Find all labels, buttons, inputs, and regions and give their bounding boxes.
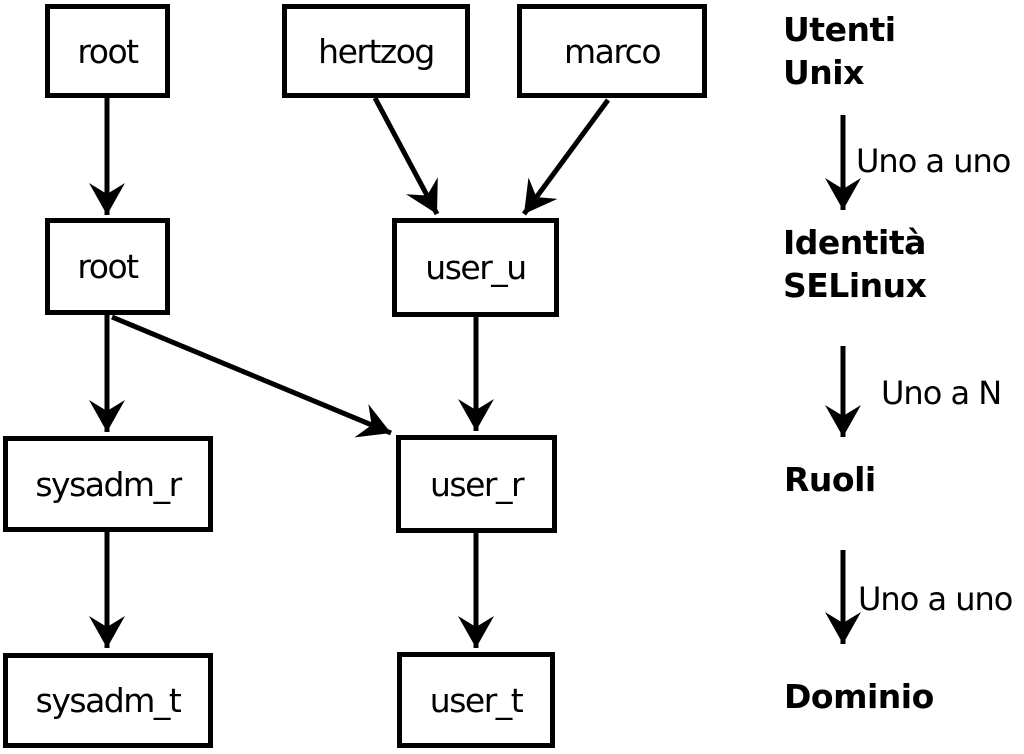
legend-relation-uno-a-uno-2: Uno a uno <box>858 580 1013 618</box>
legend-level-utenti-unix: Utenti Unix <box>783 10 896 92</box>
arrow-root-to-user_r <box>111 314 392 438</box>
legend-level-identita-selinux: Identità SELinux <box>783 223 927 305</box>
node-domain-sysadm_t: sysadm_t <box>3 653 213 748</box>
node-unix-user-marco: marco <box>517 4 707 98</box>
node-unix-user-hertzog: hertzog <box>282 4 470 98</box>
legend-level-ruoli: Ruoli <box>784 460 876 499</box>
node-selinux-id-root: root <box>45 218 170 315</box>
legend-relation-uno-a-uno-1: Uno a uno <box>856 142 1011 180</box>
arrow-marco-to-user_u <box>521 98 611 216</box>
node-role-sysadm_r: sysadm_r <box>3 436 213 532</box>
node-selinux-id-user_u: user_u <box>392 218 559 317</box>
node-unix-user-root: root <box>45 4 170 98</box>
node-role-user_r: user_r <box>396 435 557 533</box>
arrow-hertzog-to-user_u <box>372 96 440 216</box>
legend-relation-uno-a-n: Uno a N <box>881 374 1002 412</box>
legend-level-dominio: Dominio <box>784 677 934 716</box>
node-domain-user_t: user_t <box>397 652 555 748</box>
